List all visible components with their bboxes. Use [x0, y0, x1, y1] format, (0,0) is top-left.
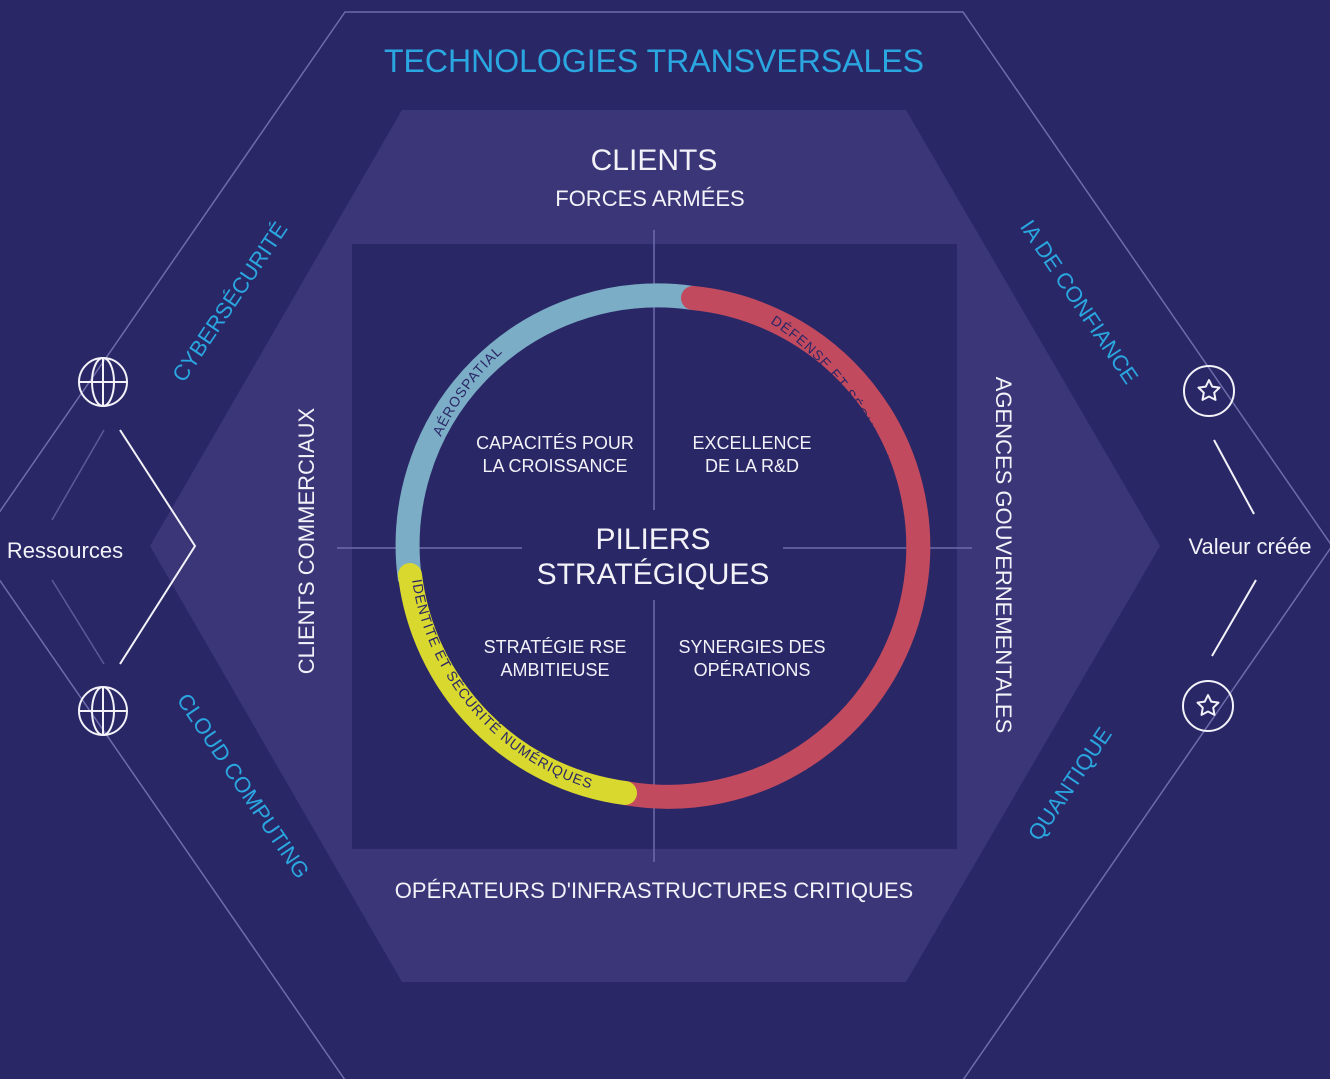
label-ressources: Ressources — [7, 538, 123, 563]
ring-arc-defense — [613, 286, 931, 809]
client-top-label: FORCES ARMÉES — [555, 186, 744, 211]
label-valeur-creee: Valeur créée — [1188, 534, 1311, 559]
star-badge-icon — [1183, 365, 1235, 417]
globe-icon — [78, 357, 128, 407]
svg-text:CAPACITÉS POUR: CAPACITÉS POUR — [476, 433, 634, 453]
clients-title: CLIENTS — [591, 144, 718, 177]
svg-text:OPÉRATIONS: OPÉRATIONS — [694, 660, 811, 680]
client-right-label: AGENCES GOUVERNEMENTALES — [991, 377, 1016, 734]
svg-text:EXCELLENCE: EXCELLENCE — [692, 433, 811, 453]
client-left-label: CLIENTS COMMERCIAUX — [294, 407, 319, 674]
svg-text:STRATÉGIE RSE: STRATÉGIE RSE — [484, 637, 627, 657]
ring-arc-aerospatial — [395, 283, 695, 582]
center-title-line1: PILIERS — [595, 523, 710, 556]
svg-text:DE LA R&D: DE LA R&D — [705, 456, 799, 476]
pillar-top-right: EXCELLENCE DE LA R&D — [692, 433, 811, 476]
client-bottom-label: OPÉRATEURS D'INFRASTRUCTURES CRITIQUES — [395, 878, 913, 903]
left-connector-faint — [51, 429, 105, 665]
pillar-top-left: CAPACITÉS POUR LA CROISSANCE — [476, 433, 634, 476]
pillar-bottom-right: SYNERGIES DES OPÉRATIONS — [678, 637, 825, 680]
left-connector — [119, 429, 197, 665]
svg-text:SYNERGIES DES: SYNERGIES DES — [678, 637, 825, 657]
pillar-bottom-left: STRATÉGIE RSE AMBITIEUSE — [484, 637, 627, 680]
center-title-line2: STRATÉGIQUES — [537, 558, 770, 591]
svg-text:AMBITIEUSE: AMBITIEUSE — [500, 660, 609, 680]
outer-hexagon — [0, 11, 1330, 1079]
axis-lines — [337, 230, 972, 862]
svg-text:LA CROISSANCE: LA CROISSANCE — [482, 456, 627, 476]
ring-arc-identity — [398, 563, 637, 805]
right-connector — [1211, 439, 1257, 657]
globe-icon — [78, 686, 128, 736]
header-title: TECHNOLOGIES TRANSVERSALES — [384, 43, 924, 79]
star-badge-icon — [1182, 680, 1234, 732]
